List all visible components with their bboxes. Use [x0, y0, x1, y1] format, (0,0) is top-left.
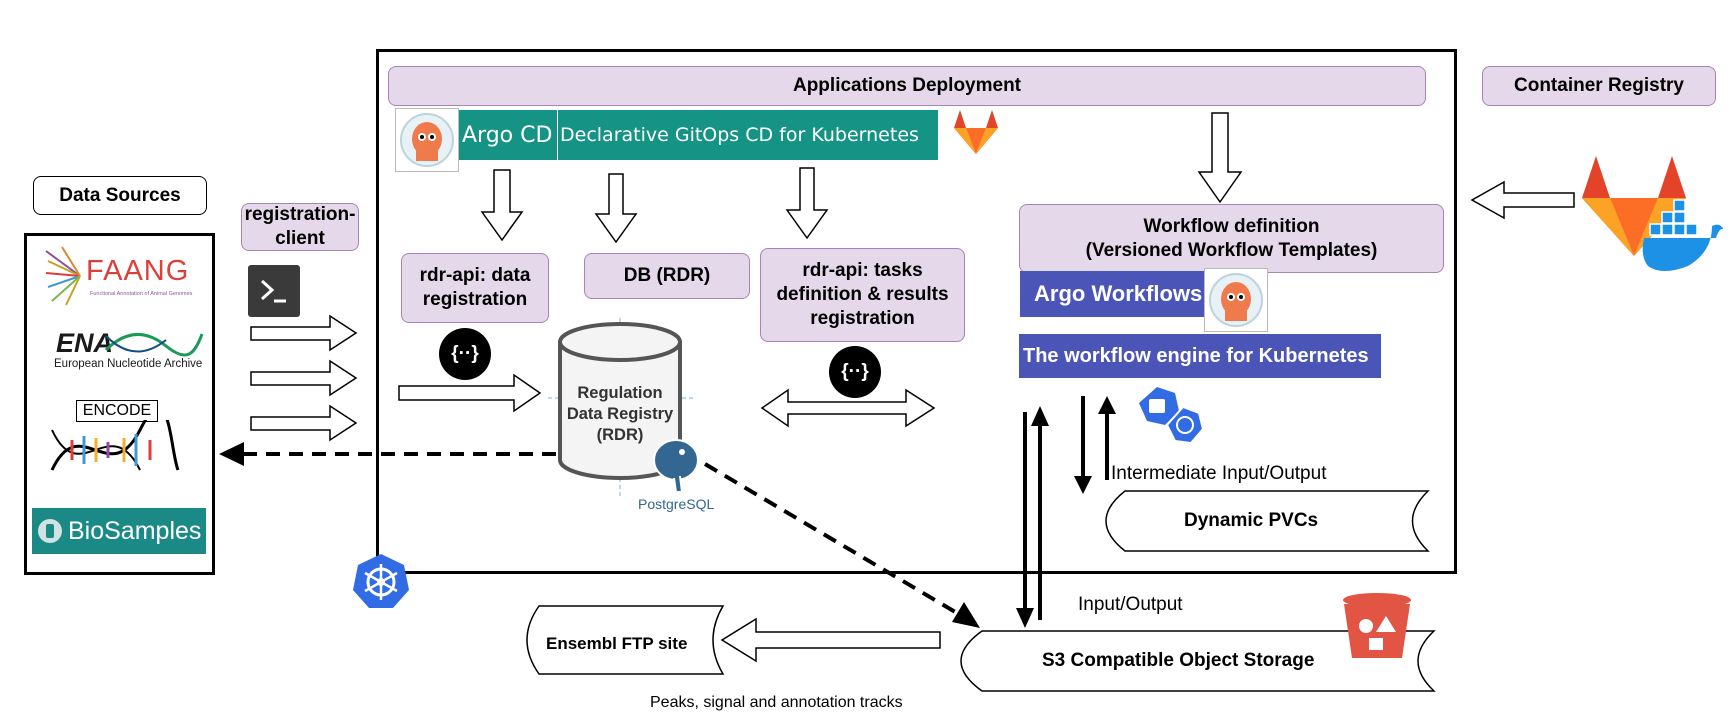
faang-logo-subtitle: Functional Annotation of Animal Genomes	[90, 291, 193, 297]
tracks-label: Peaks, signal and annotation tracks	[650, 694, 903, 711]
encode-logo: ENCODE	[50, 400, 180, 476]
s3-storage-shape	[960, 630, 1436, 692]
regulation-data-registry-label: Regulation Data Registry (RDR)	[566, 384, 674, 445]
dashed-arrow-db-to-s3	[703, 462, 964, 618]
data-sources-frame	[24, 233, 215, 575]
argo-workflows-name-badge: Argo Workflows	[1020, 271, 1204, 317]
workflow-definition-title: Workflow definition	[1143, 215, 1320, 237]
encode-logo-text: ENCODE	[76, 400, 158, 422]
registration-client-label: registration- client	[244, 204, 356, 249]
dynamic-pvcs-shape	[1105, 490, 1430, 552]
kubernetes-helm-icon	[353, 554, 409, 608]
data-sources-title-box: Data Sources	[33, 176, 207, 215]
rdr-api-tasks-label: rdr-api: tasks definition & results regi…	[776, 260, 949, 329]
faang-logo: FAANG Functional Annotation of Animal Ge…	[44, 245, 204, 307]
container-registry-label: Container Registry	[1514, 75, 1684, 97]
cluster-frame	[376, 49, 1457, 574]
argo-workflows-icon	[1204, 268, 1268, 332]
arrow-db-tasks-bidirectional	[760, 388, 936, 428]
argo-cd-name-badge: Argo CD	[459, 110, 557, 160]
applications-deployment-box: Applications Deployment	[388, 66, 1426, 106]
rdr-api-data-registration-label: rdr-api: data registration	[419, 265, 531, 310]
postgresql-logo-text: PostgreSQL	[638, 496, 715, 512]
argo-cd-icon	[395, 108, 459, 172]
argo-cd-tagline-badge: Declarative GitOps CD for Kubernetes	[558, 110, 938, 160]
encode-dna-icon	[50, 420, 180, 471]
ena-helix-icon	[104, 333, 204, 357]
argo-cd-name: Argo CD	[462, 122, 553, 148]
arrow-argocd-to-data-api	[480, 169, 524, 242]
ena-logo: ENA European Nucleotide Archive	[54, 328, 204, 370]
rdr-api-tasks-box: rdr-api: tasks definition & results regi…	[760, 248, 965, 342]
workflow-definition-box: Workflow definition (Versioned Workflow …	[1019, 204, 1444, 273]
biosamples-logo: BioSamples	[32, 508, 206, 554]
db-rdr-box: DB (RDR)	[584, 253, 750, 299]
argo-cd-tagline: Declarative GitOps CD for Kubernetes	[560, 124, 919, 146]
api-braces-icon: {··}	[829, 346, 881, 398]
terminal-icon	[248, 265, 300, 317]
api-braces-icon: {··}	[439, 328, 491, 380]
postgresql-elephant-icon	[653, 439, 699, 493]
arrow-s3-to-ensembl	[720, 617, 941, 663]
gitlab-fox-icon	[954, 110, 998, 154]
s3-storage-label: S3 Compatible Object Storage	[1042, 650, 1315, 671]
ena-logo-text: ENA	[56, 328, 114, 358]
arrow-client-1	[250, 314, 358, 352]
arrow-deploy-to-workflow	[1197, 112, 1243, 204]
ensembl-ftp-shape	[526, 605, 725, 675]
arrow-argocd-to-tasks-api	[785, 167, 829, 240]
db-rdr-label: DB (RDR)	[623, 265, 711, 287]
intermediate-io-label: Intermediate Input/Output	[1111, 463, 1327, 484]
argo-workflows-name: Argo Workflows	[1034, 281, 1203, 306]
biosamples-tube-icon	[38, 519, 62, 543]
arrow-client-2	[250, 359, 358, 397]
arrow-data-api-to-db	[398, 373, 542, 413]
registration-client-box: registration- client	[241, 203, 359, 251]
faang-logo-text: FAANG	[86, 255, 190, 287]
argo-workflows-tagline: The workflow engine for Kubernetes	[1023, 344, 1369, 367]
faang-burst-icon	[45, 246, 81, 306]
rdr-api-data-registration-box: rdr-api: data registration	[401, 253, 549, 323]
arrow-client-3	[250, 404, 358, 442]
kubernetes-operator-icon	[1139, 387, 1205, 445]
arrow-registry-to-workflow	[1470, 180, 1575, 220]
ensembl-ftp-label: Ensembl FTP site	[546, 634, 688, 653]
s3-bucket-icon	[1343, 593, 1411, 658]
terminal-prompt-glyph	[260, 279, 286, 303]
workflow-definition-subtitle: (Versioned Workflow Templates)	[1085, 239, 1378, 261]
ena-logo-subtitle: European Nucleotide Archive	[54, 358, 203, 370]
gitlab-docker-icon	[1582, 156, 1723, 271]
dynamic-pvcs-label: Dynamic PVCs	[1184, 510, 1319, 531]
argo-workflows-tagline-badge: The workflow engine for Kubernetes	[1019, 334, 1381, 378]
data-sources-title: Data Sources	[59, 184, 181, 206]
container-registry-box: Container Registry	[1482, 66, 1716, 106]
input-output-label: Input/Output	[1078, 594, 1183, 615]
applications-deployment-label: Applications Deployment	[792, 75, 1022, 97]
biosamples-logo-text: BioSamples	[68, 516, 202, 545]
arrow-argocd-to-db	[594, 173, 638, 244]
